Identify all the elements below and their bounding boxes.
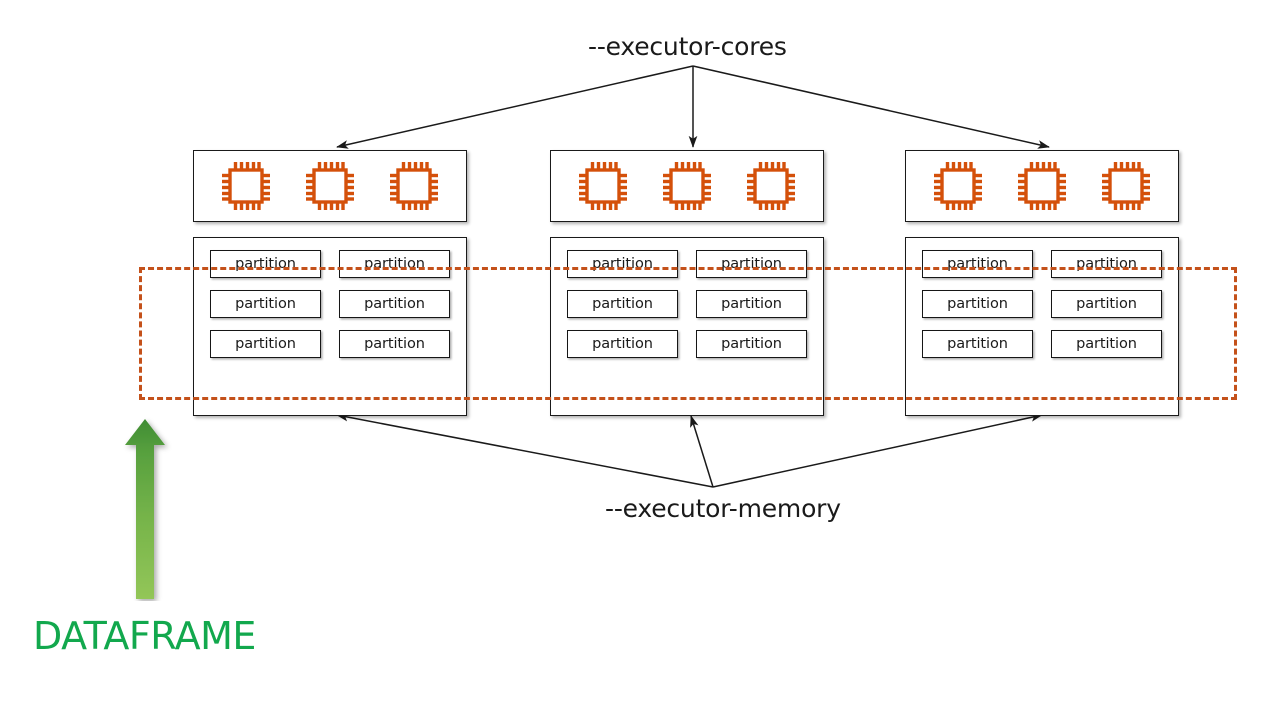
partition-box[interactable]: partition	[339, 330, 450, 358]
executor-2-memory-box: partition partition partition partition …	[550, 237, 824, 416]
partition-box[interactable]: partition	[1051, 330, 1162, 358]
executor-cores-label: --executor-cores	[588, 32, 787, 61]
cpu-chip-icon	[390, 162, 438, 210]
executor-1-partition-grid: partition partition partition partition …	[210, 250, 450, 358]
partition-box[interactable]: partition	[210, 250, 321, 278]
dataframe-up-arrow-icon	[125, 419, 165, 599]
memory-arrow-left	[336, 412, 714, 488]
executor-2-cores-box	[550, 150, 824, 222]
partition-box[interactable]: partition	[696, 330, 807, 358]
partition-box[interactable]: partition	[696, 250, 807, 278]
memory-arrow-group	[336, 412, 1043, 488]
cpu-chip-icon	[663, 162, 711, 210]
cores-arrow-left	[336, 65, 694, 149]
partition-box[interactable]: partition	[339, 290, 450, 318]
memory-arrow-right	[712, 413, 1043, 488]
partition-box[interactable]: partition	[1051, 250, 1162, 278]
cores-arrow-group	[336, 65, 1050, 149]
partition-box[interactable]: partition	[339, 250, 450, 278]
partition-box[interactable]: partition	[922, 290, 1033, 318]
partition-box[interactable]: partition	[567, 330, 678, 358]
executor-3-cores-box	[905, 150, 1179, 222]
partition-box[interactable]: partition	[922, 250, 1033, 278]
executor-3-partition-grid: partition partition partition partition …	[922, 250, 1162, 358]
partition-box[interactable]: partition	[210, 290, 321, 318]
partition-box[interactable]: partition	[567, 290, 678, 318]
partition-box[interactable]: partition	[922, 330, 1033, 358]
partition-box[interactable]: partition	[696, 290, 807, 318]
cpu-chip-icon	[579, 162, 627, 210]
executor-1-cores-box	[193, 150, 467, 222]
cpu-chip-icon	[747, 162, 795, 210]
cpu-chip-icon	[1018, 162, 1066, 210]
partition-box[interactable]: partition	[210, 330, 321, 358]
cpu-chip-icon	[306, 162, 354, 210]
dataframe-label: DATAFRAME	[33, 614, 256, 658]
memory-arrow-center	[690, 415, 714, 488]
executor-2-partition-grid: partition partition partition partition …	[567, 250, 807, 358]
executor-1-memory-box: partition partition partition partition …	[193, 237, 467, 416]
cpu-chip-icon	[1102, 162, 1150, 210]
executor-3-memory-box: partition partition partition partition …	[905, 237, 1179, 416]
cpu-chip-icon	[934, 162, 982, 210]
executor-memory-label: --executor-memory	[605, 494, 841, 523]
partition-box[interactable]: partition	[567, 250, 678, 278]
partition-box[interactable]: partition	[1051, 290, 1162, 318]
cpu-chip-icon	[222, 162, 270, 210]
cores-arrow-right	[692, 65, 1050, 149]
